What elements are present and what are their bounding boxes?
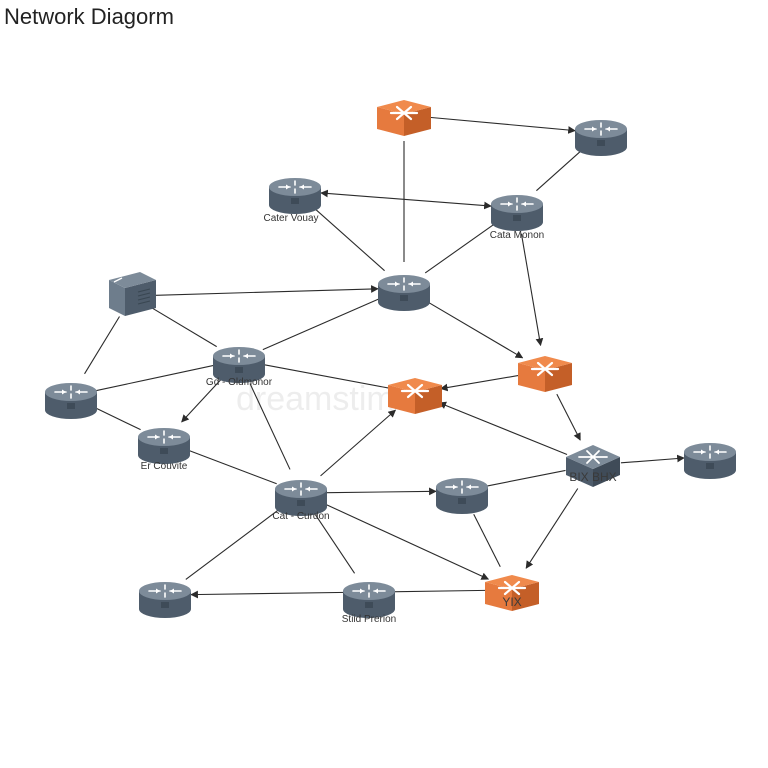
router-icon [275, 480, 327, 516]
edge-router-cat-curdon-to-orange-center [320, 409, 397, 477]
node-label: Gd - Oldmonor [206, 377, 273, 388]
router-icon [45, 383, 97, 419]
node-label: Stiid Prerion [342, 614, 396, 625]
router-icon [139, 582, 191, 618]
edge-switch-box-to-router-center [155, 285, 379, 296]
router-icon [138, 428, 190, 464]
edge-router-cata-monon-to-orange-right [520, 233, 544, 347]
edge-orange-right-to-cube-bix [556, 393, 581, 441]
router-icon [684, 443, 736, 479]
crossed-arrows-icon [388, 378, 442, 414]
router-icon [269, 178, 321, 214]
edge-cube-bix-to-orange-bottom [525, 488, 579, 569]
edge-router-cat-curdon-to-router-bottom-left [185, 508, 281, 580]
switch-box-icon [109, 272, 156, 316]
edge-router-cat-curdon-to-router-stiid-prerion [314, 514, 356, 574]
edge-orange-bottom-to-router-bottom-left [190, 589, 487, 599]
crossed-arrows-icon [518, 356, 572, 392]
switch-cube-icon [566, 445, 620, 487]
edge-router-er-couvite-to-router-cat-curdon [188, 449, 277, 485]
edge-router-cata-monon-to-router-center [424, 222, 497, 274]
edge-router-center-to-orange-right [426, 300, 524, 359]
edges-layer [84, 116, 685, 599]
edge-router-left-to-router-gd-oldmonor [96, 364, 214, 392]
node-label: Cata Monon [490, 230, 544, 241]
node-label: Er Couvite [141, 461, 188, 472]
router-icon [343, 582, 395, 618]
edge-switch-box-to-router-gd-oldmonor [152, 307, 217, 348]
node-label: Cat - Curdon [272, 511, 329, 522]
router-icon [436, 478, 488, 514]
edge-switch-box-to-router-left [84, 316, 120, 375]
router-icon [491, 195, 543, 231]
edge-router-gd-oldmonor-to-router-er-couvite [181, 378, 222, 423]
router-icon [378, 275, 430, 311]
edge-orange-right-to-orange-center [439, 374, 520, 392]
edge-router-gd-oldmonor-to-router-cat-curdon [249, 383, 291, 470]
edge-cube-bix-to-router-far-right [620, 454, 685, 464]
edge-router-left-to-router-er-couvite [94, 406, 141, 431]
node-label: Cater Vouay [263, 213, 318, 224]
edge-router-center-to-router-gd-oldmonor [262, 297, 381, 351]
router-icon [575, 120, 627, 156]
edge-router-cat-curdon-to-router-mid-right [326, 487, 437, 496]
edge-router-top-right-to-router-cata-monon [536, 149, 582, 192]
crossed-arrows-icon [377, 100, 431, 136]
edge-router-mid-right-to-cube-bix [487, 469, 566, 487]
device-text: YIX [502, 595, 521, 609]
edge-router-cata-monon-to-router-cater-voway [320, 189, 492, 210]
edge-router-mid-right-to-orange-bottom [473, 513, 501, 568]
edge-orange-top-to-router-top-right [429, 116, 576, 134]
edge-router-cat-curdon-to-orange-bottom [324, 503, 490, 580]
page-title: Network Diagorm [4, 4, 174, 29]
crossed-arrows-icon [485, 575, 539, 611]
device-text: BIX BHX [569, 470, 616, 484]
edge-cube-bix-to-orange-center [438, 401, 568, 456]
edge-router-gd-oldmonor-to-orange-center [264, 364, 390, 389]
router-icon [213, 347, 265, 383]
edge-router-cater-voway-to-router-center [314, 207, 385, 272]
